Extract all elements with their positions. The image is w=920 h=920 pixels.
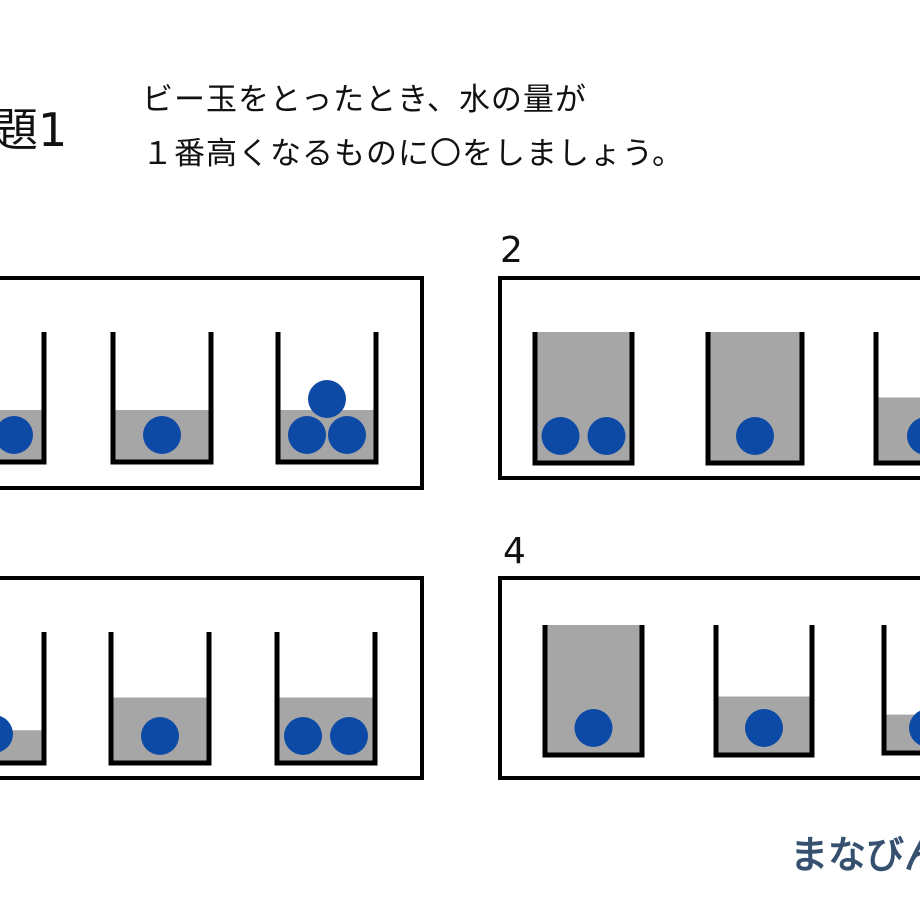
marble xyxy=(330,717,368,755)
cup-outline xyxy=(0,632,47,766)
cup xyxy=(542,625,645,758)
marble xyxy=(745,709,783,747)
cup xyxy=(0,332,47,465)
marble xyxy=(143,416,181,454)
cup-outline xyxy=(274,632,378,766)
problem-title: 題1 xyxy=(0,103,67,157)
brand-logo: まなびん xyxy=(790,833,920,877)
cup-outline xyxy=(713,625,815,758)
cup xyxy=(713,625,815,758)
groups-layer xyxy=(0,276,920,780)
cup-outline xyxy=(881,625,920,756)
group-frame xyxy=(0,576,424,780)
marble xyxy=(328,416,366,454)
cup-outline xyxy=(532,332,635,466)
cup xyxy=(110,332,214,465)
marble xyxy=(736,417,774,455)
cup xyxy=(0,632,47,766)
group-frame xyxy=(0,276,424,490)
marble xyxy=(141,717,179,755)
cup xyxy=(108,632,212,766)
cup xyxy=(705,332,805,466)
cup-outline xyxy=(705,332,805,466)
marble xyxy=(541,417,580,455)
marble xyxy=(907,417,920,455)
instruction-line-1: ビー玉をとったとき、水の量が xyxy=(142,82,587,118)
cup-outline xyxy=(542,625,645,758)
cup xyxy=(275,332,379,465)
marble xyxy=(284,717,322,755)
group-label-4: 4 xyxy=(503,531,526,572)
marble xyxy=(909,710,920,746)
marble xyxy=(587,417,626,455)
problem-group-4 xyxy=(498,576,920,780)
cup xyxy=(873,332,920,466)
cup-outline xyxy=(110,332,214,465)
marble xyxy=(0,416,33,454)
cup-outline xyxy=(0,332,47,465)
instruction-line-2: １番高くなるものに〇をしましょう。 xyxy=(142,136,684,172)
cup xyxy=(532,332,635,466)
marble xyxy=(288,416,326,454)
marble xyxy=(574,709,613,747)
problem-group-3 xyxy=(0,576,424,780)
cup-outline xyxy=(108,632,212,766)
group-frame xyxy=(498,276,920,480)
group-label-2: 2 xyxy=(500,230,523,271)
marble xyxy=(308,380,346,418)
problem-group-2 xyxy=(498,276,920,480)
problem-group-1 xyxy=(0,276,424,490)
cup-outline xyxy=(873,332,920,466)
group-frame xyxy=(498,576,920,780)
marble xyxy=(0,715,13,753)
cup-outline xyxy=(275,332,379,465)
cup xyxy=(274,632,378,766)
cup xyxy=(881,625,920,756)
